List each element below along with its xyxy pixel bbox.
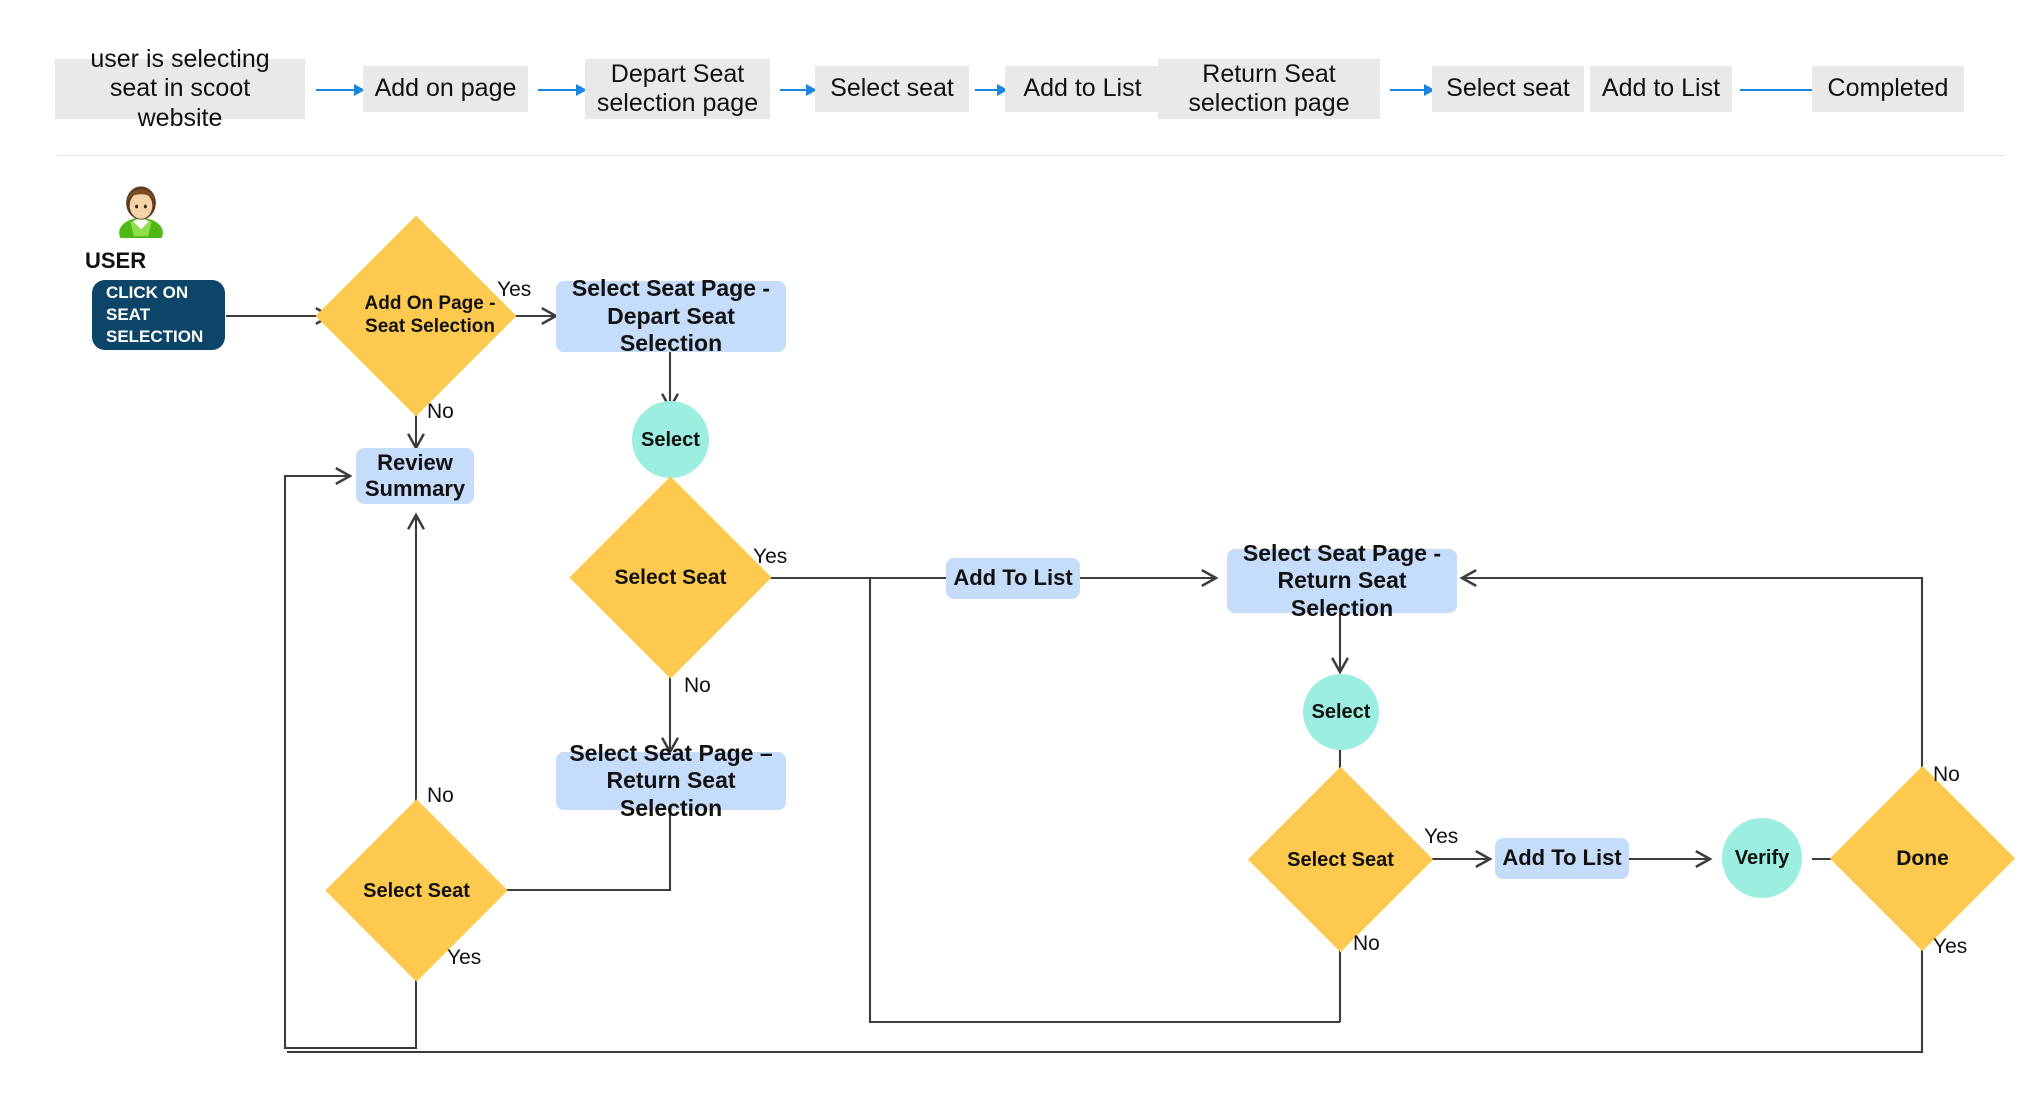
process-label: Select Seat Page - Depart Seat Selection [571, 275, 771, 357]
circle-verify[interactable]: Verify [1722, 818, 1802, 898]
process-review-summary[interactable]: Review Summary [356, 448, 474, 504]
edge-label-select-seat-depart-no: No [684, 674, 711, 697]
user-avatar-icon [119, 186, 163, 238]
process-label: Select Seat Page – Return Seat Selection [569, 739, 773, 821]
breadcrumb-arrow-1 [316, 84, 365, 96]
breadcrumb-arrow-6 [1390, 84, 1435, 96]
breadcrumb-step-label: Select seat [1446, 74, 1570, 103]
breadcrumb-arrow-2 [538, 84, 587, 96]
breadcrumb-step-label: user is selecting seat in scoot website [90, 44, 270, 132]
edge-label-select-seat-return-no: No [1353, 932, 1380, 955]
decision-label: Select Seat [1287, 848, 1394, 871]
edge-label-select-seat-left-no: No [427, 784, 454, 807]
decision-select-seat-return[interactable]: Select Seat [1247, 766, 1434, 953]
edge-label-done-yes: Yes [1933, 935, 1968, 958]
breadcrumb-step-label: Add to List [1601, 74, 1721, 103]
breadcrumb-step-depart-seat-selection-page[interactable]: Depart Seat selection page [585, 59, 770, 119]
breadcrumb-step-label: Completed [1827, 74, 1949, 103]
edge-label-select-seat-left-yes: Yes [447, 946, 482, 969]
circle-select-depart[interactable]: Select [632, 401, 709, 478]
process-label: Add To List [1502, 845, 1622, 871]
decision-done[interactable]: Done [1829, 765, 2016, 952]
process-label: Review Summary [364, 449, 466, 501]
decision-label: Done [1896, 846, 1949, 870]
breadcrumb-arrow-4 [975, 84, 1008, 96]
circle-label: Verify [1734, 847, 1790, 869]
decision-select-seat-depart[interactable]: Select Seat [569, 476, 772, 679]
breadcrumb-step-select-seat-2[interactable]: Select seat [1432, 66, 1584, 112]
decision-label: Add On Page - Seat Selection [364, 293, 496, 337]
breadcrumb-step-add-to-list-1[interactable]: Add to List [1005, 66, 1160, 112]
edge-label-add-on-page-no: No [427, 400, 454, 423]
breadcrumb-step-label: Add on page [374, 74, 517, 103]
user-label: USER [85, 248, 147, 273]
breadcrumb-step-add-to-list-2[interactable]: Add to List [1590, 66, 1732, 112]
decision-label: Select Seat [363, 879, 470, 902]
breadcrumb-step-user-is-selecting[interactable]: user is selecting seat in scoot website [55, 45, 305, 132]
edge-label-select-seat-depart-yes: Yes [753, 545, 788, 568]
process-label: Select Seat Page - Return Seat Selection [1242, 539, 1442, 621]
circle-label: Select [1311, 701, 1371, 723]
decision-select-seat-left[interactable]: Select Seat [325, 799, 508, 982]
breadcrumb-arrow-3 [780, 84, 817, 96]
start-node-label: CLICK ON SEAT SELECTION [106, 283, 204, 346]
process-select-seat-page-return-left[interactable]: Select Seat Page – Return Seat Selection [556, 740, 786, 821]
breadcrumb-step-label: Return Seat selection page [1188, 59, 1350, 118]
breadcrumb-step-completed[interactable]: Completed [1812, 66, 1964, 112]
breadcrumb: user is selecting seat in scoot website … [0, 0, 2026, 155]
breadcrumb-divider [58, 155, 2005, 156]
breadcrumb-step-add-on-page[interactable]: Add on page [363, 66, 528, 112]
process-select-seat-page-depart[interactable]: Select Seat Page - Depart Seat Selection [556, 275, 786, 356]
process-label: Add To List [953, 565, 1073, 591]
edge-label-select-seat-return-yes: Yes [1424, 825, 1459, 848]
circle-select-return[interactable]: Select [1303, 674, 1379, 750]
breadcrumb-step-label: Add to List [1023, 74, 1142, 103]
circle-label: Select [641, 428, 700, 451]
decision-add-on-page-seat-selection[interactable]: Add On Page - Seat Selection [315, 215, 517, 417]
process-add-to-list-depart[interactable]: Add To List [946, 558, 1080, 599]
decision-label: Select Seat [614, 565, 727, 589]
breadcrumb-step-return-seat-selection-page[interactable]: Return Seat selection page [1158, 59, 1380, 119]
edge-label-add-on-page-yes: Yes [497, 278, 532, 301]
process-select-seat-page-return-right[interactable]: Select Seat Page - Return Seat Selection [1227, 540, 1457, 621]
breadcrumb-step-label: Select seat [830, 74, 954, 103]
process-add-to-list-return[interactable]: Add To List [1495, 838, 1629, 879]
start-click-on-seat-selection[interactable]: CLICK ON SEAT SELECTION [92, 280, 225, 350]
breadcrumb-step-label: Depart Seat selection page [596, 59, 759, 118]
edge-label-done-no: No [1933, 763, 1960, 786]
breadcrumb-step-select-seat-1[interactable]: Select seat [815, 66, 969, 112]
